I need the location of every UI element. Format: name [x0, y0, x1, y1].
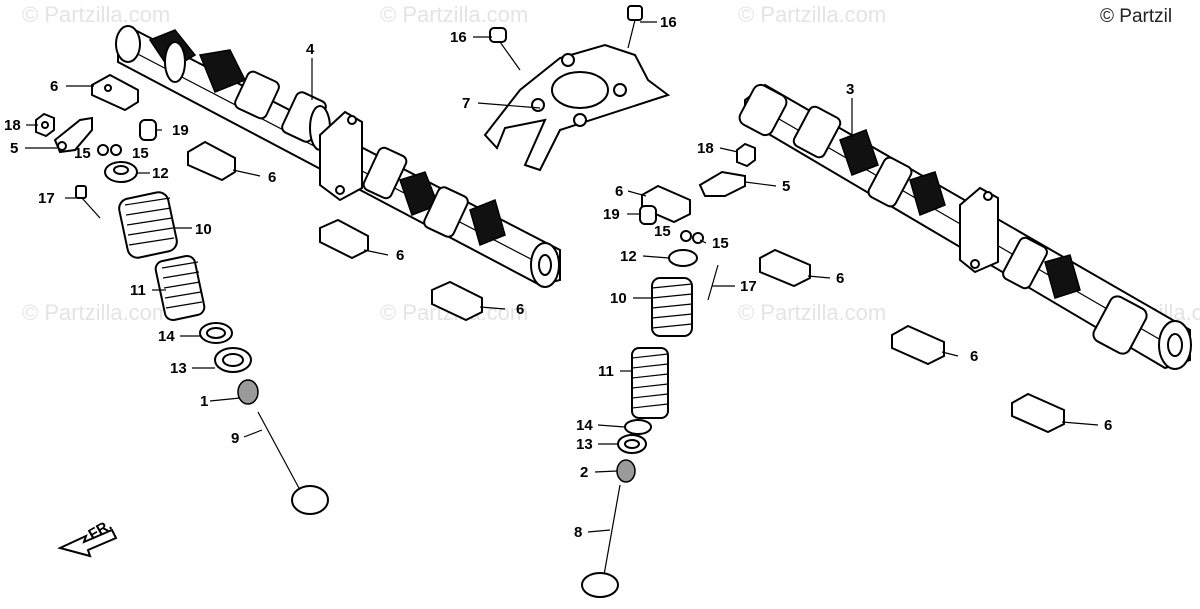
callout-8: 8: [574, 524, 582, 541]
watermark: © Partzilla.com: [738, 2, 886, 27]
callout-18: 18: [697, 140, 714, 157]
seal-13-left[interactable]: [214, 347, 252, 373]
cotter-1-left[interactable]: [237, 379, 259, 405]
callout-12: 12: [620, 248, 637, 265]
dowel-19-left[interactable]: [139, 119, 157, 141]
outer-spring-10-left[interactable]: [117, 190, 178, 259]
valve-8[interactable]: [581, 484, 621, 598]
callout-6: 6: [836, 270, 844, 287]
callout-6: 6: [615, 183, 623, 200]
nut-18-right[interactable]: [736, 142, 756, 168]
callout-6: 6: [516, 301, 524, 318]
callout-12: 12: [152, 165, 169, 182]
seal-13-right[interactable]: [617, 434, 647, 454]
rocker-plate-6-right-c[interactable]: [891, 324, 945, 366]
callout-6: 6: [970, 348, 978, 365]
callout-14: 14: [576, 417, 593, 434]
rocker-arm-5-left[interactable]: [53, 116, 93, 154]
outer-spring-10-right[interactable]: [651, 277, 693, 337]
dowel-19-right[interactable]: [639, 205, 657, 225]
callout-16: 16: [660, 14, 677, 31]
camshaft-right[interactable]: [737, 82, 1192, 370]
bolt-16-top[interactable]: [627, 5, 643, 49]
callout-18: 18: [4, 117, 21, 134]
watermark: © Partzilla.com: [380, 2, 528, 27]
callout-labels: 4 16 16 7 3 6 18 19 5 15 15 12 6 17 10 6…: [4, 14, 1112, 541]
valve-9[interactable]: [257, 411, 329, 515]
callout-17: 17: [740, 278, 757, 295]
callout-14: 14: [158, 328, 175, 345]
callout-11: 11: [598, 363, 614, 380]
callout-9: 9: [231, 430, 239, 447]
bolt-17-left[interactable]: [75, 185, 101, 219]
nut-18-left[interactable]: [35, 112, 55, 138]
callout-15: 15: [132, 145, 149, 162]
callout-6: 6: [396, 247, 404, 264]
camshaft-holder[interactable]: [483, 43, 671, 172]
watermark: © Partzilla.com: [22, 300, 170, 325]
bolt-17-right[interactable]: [707, 264, 719, 301]
rocker-plate-6-top-left[interactable]: [91, 73, 139, 112]
rocker-plate-6-center-b[interactable]: [431, 280, 483, 322]
callout-1: 1: [200, 393, 208, 410]
callout-6: 6: [50, 78, 58, 95]
seat-14-left[interactable]: [199, 322, 233, 344]
callout-19: 19: [603, 206, 620, 223]
cotter-2-right[interactable]: [616, 459, 636, 483]
callout-13: 13: [170, 360, 187, 377]
callout-15: 15: [712, 235, 729, 252]
copyright-text: © Partzil: [1100, 6, 1172, 27]
watermark: © Partzilla.com: [738, 300, 886, 325]
inner-spring-11-left[interactable]: [154, 254, 206, 322]
callout-19: 19: [172, 122, 189, 139]
callout-13: 13: [576, 436, 593, 453]
rocker-plate-6-center-a[interactable]: [319, 218, 369, 260]
bolt-16-left[interactable]: [489, 27, 521, 71]
rocker-plate-6-right-d[interactable]: [1011, 392, 1065, 434]
watermark: © Partzilla.com: [22, 2, 170, 27]
callout-11: 11: [130, 282, 146, 299]
callout-17: 17: [38, 190, 55, 207]
callout-7: 7: [462, 95, 470, 112]
callout-6: 6: [1104, 417, 1112, 434]
camshaft-left[interactable]: [115, 25, 561, 288]
callout-15: 15: [74, 145, 91, 162]
callout-16: 16: [450, 29, 467, 46]
seat-14-right[interactable]: [624, 419, 652, 435]
callout-6: 6: [268, 169, 276, 186]
retainer-12-right[interactable]: [668, 249, 698, 267]
rocker-plate-6-mid-left[interactable]: [187, 140, 236, 182]
rocker-plate-6-right-b[interactable]: [759, 248, 811, 288]
front-direction-arrow: FR.: [57, 517, 118, 558]
callout-15: 15: [654, 223, 671, 240]
callout-5: 5: [782, 178, 790, 195]
leader-lines: [25, 21, 1099, 533]
callout-10: 10: [195, 221, 212, 238]
clip-15-left[interactable]: [97, 144, 122, 156]
clip-15-right[interactable]: [680, 230, 704, 244]
retainer-12-left[interactable]: [104, 161, 138, 183]
callout-10: 10: [610, 290, 627, 307]
rocker-arm-5-right[interactable]: [698, 170, 746, 197]
callout-5: 5: [10, 140, 18, 157]
callout-2: 2: [580, 464, 588, 481]
callout-4: 4: [306, 41, 315, 58]
callout-3: 3: [846, 81, 854, 98]
inner-spring-11-right[interactable]: [631, 347, 669, 419]
